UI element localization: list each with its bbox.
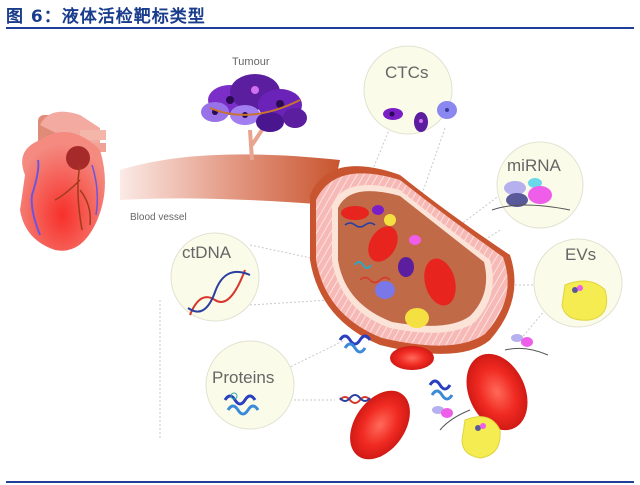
connector-ctcs-2 <box>419 127 446 201</box>
ctdna-label: ctDNA <box>182 243 232 262</box>
red-blood-cell <box>341 206 369 220</box>
ctcs-label: CTCs <box>385 63 428 82</box>
dna-fragment <box>359 276 391 284</box>
vessel-cross-section <box>310 166 515 354</box>
liquid-biopsy-diagram: Tumour Blood vessel CTCs miRNA EVs <box>20 45 623 460</box>
loose-mirna-icon <box>504 334 549 356</box>
ev-vesicle <box>405 308 429 328</box>
top-rule <box>6 27 634 29</box>
red-blood-cell <box>424 258 456 306</box>
proteins-bubble: Proteins <box>205 340 295 430</box>
red-blood-cell <box>368 226 398 262</box>
protein-cluster <box>338 334 372 354</box>
tumour-stem <box>248 128 264 161</box>
ctc-cell <box>398 257 414 277</box>
loose-mirna-icon-2 <box>432 406 471 431</box>
ctdna-bubble: ctDNA <box>170 232 260 322</box>
loose-dna-icon <box>339 394 371 404</box>
dna-fragment <box>344 222 376 228</box>
red-blood-cell <box>350 390 410 460</box>
connector-mirna <box>439 194 501 241</box>
bottom-rule <box>6 481 634 483</box>
proteins-label: Proteins <box>212 368 274 387</box>
evs-bubble: EVs <box>533 238 623 328</box>
protein-fragment <box>354 261 372 269</box>
ctc-cell <box>372 205 384 215</box>
loose-protein-icon <box>428 379 454 401</box>
connector-evs-2 <box>519 309 546 341</box>
dna-helix-icon <box>189 269 246 316</box>
mirna-complex <box>409 235 421 245</box>
connector-lines <box>159 127 546 440</box>
connector-proteins <box>279 339 346 373</box>
figure-title: 图 6：液体活检靶标类型 <box>6 7 206 27</box>
loose-ev-icon <box>461 416 501 459</box>
mirna-bubble: miRNA <box>491 141 584 229</box>
blood-vessel <box>120 154 340 205</box>
ctcs-bubble: CTCs <box>363 45 457 135</box>
tumour-icon <box>201 74 307 132</box>
tumour-label: Tumour <box>232 56 270 68</box>
heart-icon <box>20 111 106 251</box>
red-blood-cell <box>390 346 434 370</box>
connector-ctdna-2 <box>249 299 331 306</box>
mirna-label: miRNA <box>507 156 561 175</box>
blood-vessel-label: Blood vessel <box>130 212 187 223</box>
protein-icon <box>223 392 260 416</box>
ev-vesicle <box>384 214 396 226</box>
red-blood-cell <box>466 353 528 431</box>
ctc-cell <box>375 281 395 299</box>
evs-label: EVs <box>565 245 596 264</box>
